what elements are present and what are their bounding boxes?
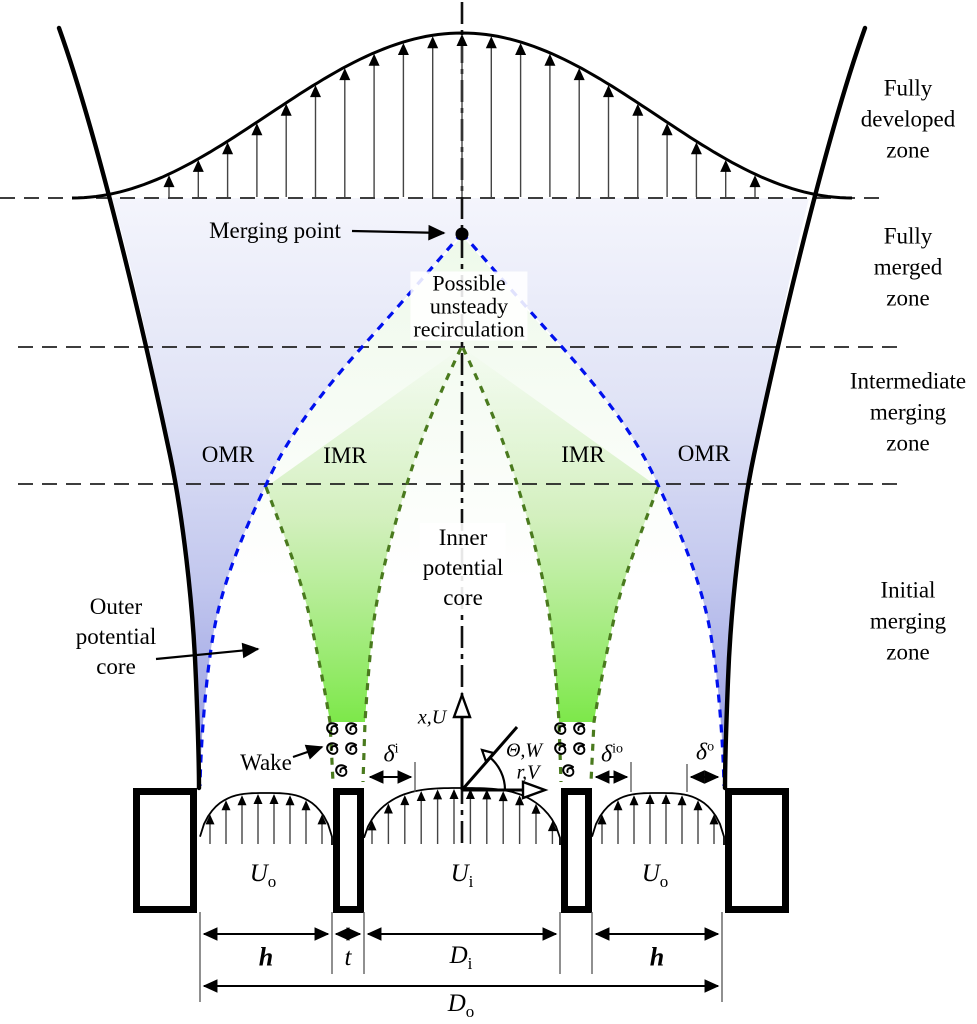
outer-nozzle-wall-left — [133, 788, 197, 913]
delta-inner-outer-label: δio — [600, 741, 624, 768]
imr-wedge-right — [463, 348, 658, 722]
theta-open-arrowhead-icon — [480, 748, 496, 764]
outer-flow-boundaries — [56, 25, 868, 791]
imr-label-right: IMR — [561, 441, 605, 467]
inner-nozzle-wall-right — [561, 788, 592, 913]
green-boundary-right-outer — [589, 486, 660, 783]
omr-label-right: OMR — [677, 440, 731, 466]
exit-velocity-profile-curve — [199, 792, 333, 845]
zone-label-intermediate-merging: Intermediate merging zone — [849, 368, 967, 456]
developed-velocity-profile-arrows — [163, 34, 761, 197]
r-axis-open-arrowhead-icon — [521, 780, 549, 800]
outer-mixing-wash-left — [112, 198, 462, 788]
wake-arrow — [292, 744, 324, 760]
r-axis-label: r,V — [516, 761, 540, 784]
delta-outer-label: δo — [695, 739, 715, 766]
outer-potential-core-label: Outer potential core — [75, 594, 157, 679]
outer-nozzle-wall-right — [725, 788, 789, 913]
imr-wedge-left — [266, 348, 461, 722]
merging-point-arrow — [351, 224, 446, 241]
outer-boundary-right — [722, 25, 868, 791]
velocity-label-outer-left: Uo — [249, 860, 277, 892]
imr-label-left: IMR — [323, 442, 367, 468]
x-axis-label: x,U — [417, 706, 447, 729]
inner-potential-core-label: Inner potential core — [419, 523, 507, 613]
merging-point-label: Merging point — [209, 217, 341, 243]
wake-label: Wake — [240, 749, 292, 775]
dim-label-Do: Do — [447, 990, 475, 1022]
exit-velocity-profile-curve — [591, 792, 725, 845]
nozzle-walls — [133, 788, 789, 913]
delta-inner-label: δi — [383, 741, 399, 768]
velocity-label-inner: Ui — [450, 860, 474, 892]
merging-point-dot — [455, 227, 469, 241]
dim-label-h-right: h — [649, 942, 665, 972]
green-shear-boundaries — [264, 347, 660, 783]
recirculation-label: Possible unsteady recirculation — [410, 271, 528, 341]
zone-boundary-lines — [0, 197, 902, 485]
outer-core-arrow — [155, 642, 260, 661]
x-axis-open-arrowhead-icon — [452, 691, 472, 719]
zone-label-initial-merging: Initial merging zone — [869, 577, 947, 665]
dim-label-t: t — [344, 943, 352, 971]
theta-axis-label: Θ,W — [505, 739, 543, 762]
outer-mixing-wash-right — [462, 198, 809, 788]
coordinate-system — [452, 691, 549, 800]
blue-boundary-right — [460, 231, 726, 787]
green-boundary-right-inner — [461, 347, 563, 783]
developed-velocity-profile-curve — [71, 31, 853, 200]
dim-label-h-left: h — [258, 942, 274, 972]
theta-angle-arc — [488, 756, 507, 791]
green-boundary-left-outer — [264, 486, 335, 783]
outer-boundary-left — [56, 25, 202, 791]
velocity-label-outer-right: Uo — [641, 860, 669, 892]
inner-nozzle-wall-left — [333, 788, 364, 913]
exit-velocity-profiles — [199, 787, 725, 845]
green-boundary-left-inner — [361, 347, 463, 783]
omr-label-left: OMR — [201, 441, 255, 467]
zone-label-fully-merged: Fully merged zone — [873, 223, 943, 311]
extension-lines — [199, 762, 723, 1002]
leader-arrows — [155, 224, 446, 760]
dimension-lines — [202, 770, 720, 993]
dim-label-Di: Di — [449, 942, 473, 974]
blue-boundary-left — [198, 231, 464, 787]
zone-label-fully-developed: Fully developed zone — [860, 75, 956, 163]
blue-shear-boundaries — [198, 231, 726, 787]
